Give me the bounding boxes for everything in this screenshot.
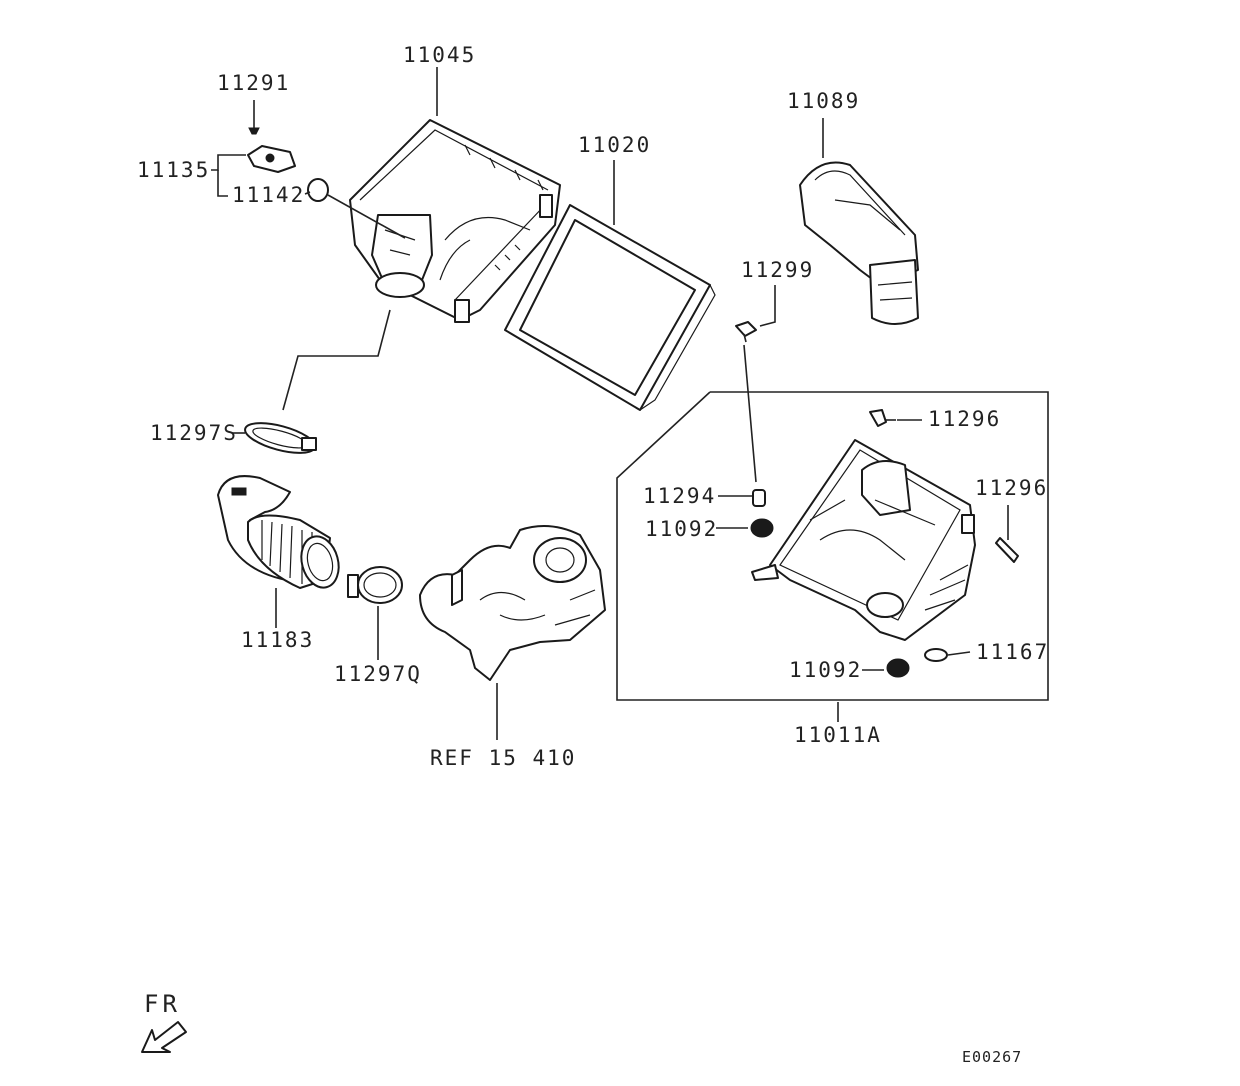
bolt-11299 <box>735 321 757 343</box>
part-label-11297q: 11297Q <box>334 662 422 686</box>
grommet-11092-lower <box>886 658 910 678</box>
collar-11294 <box>752 489 766 507</box>
hose-clamp-11297q <box>347 566 403 604</box>
part-label-11045: 11045 <box>403 43 476 67</box>
air-cleaner-cover <box>349 119 561 323</box>
part-label-11183: 11183 <box>241 628 314 652</box>
pin-11296-right <box>995 537 1019 563</box>
front-arrow-icon <box>141 1021 187 1053</box>
part-label-11291: 11291 <box>217 71 290 95</box>
grommet-11092-upper <box>750 518 774 538</box>
part-label-11092-upper: 11092 <box>645 517 718 541</box>
part-label-11011a: 11011A <box>794 723 882 747</box>
part-label-11167: 11167 <box>976 640 1049 664</box>
hose-clamp-11297s <box>244 422 317 454</box>
intake-hose-11183 <box>217 475 340 589</box>
part-label-11020: 11020 <box>578 133 651 157</box>
front-direction-label: FR <box>144 990 181 1018</box>
part-label-11296-right: 11296 <box>975 476 1048 500</box>
air-filter-element <box>504 204 716 411</box>
part-label-11294: 11294 <box>643 484 716 508</box>
part-label-11296-top: 11296 <box>928 407 1001 431</box>
turbocharger-reference <box>419 525 606 681</box>
airflow-sensor-11135 <box>247 145 296 173</box>
reference-label: REF 15 410 <box>430 746 576 770</box>
bolt-11291 <box>248 100 260 135</box>
leader-lines <box>211 67 1049 740</box>
part-label-11299: 11299 <box>741 258 814 282</box>
clip-11296-top <box>869 409 896 427</box>
part-label-11089: 11089 <box>787 89 860 113</box>
part-label-11297s: 11297S <box>150 421 238 445</box>
air-cleaner-case <box>751 439 976 641</box>
part-label-11135: 11135 <box>137 158 210 182</box>
air-duct-11089 <box>799 161 919 325</box>
o-ring-11142 <box>307 178 329 202</box>
figure-code: E00267 <box>962 1048 1022 1066</box>
part-label-11142: 11142 <box>232 183 305 207</box>
washer-11167 <box>924 648 948 662</box>
part-label-11092-lower: 11092 <box>789 658 862 682</box>
